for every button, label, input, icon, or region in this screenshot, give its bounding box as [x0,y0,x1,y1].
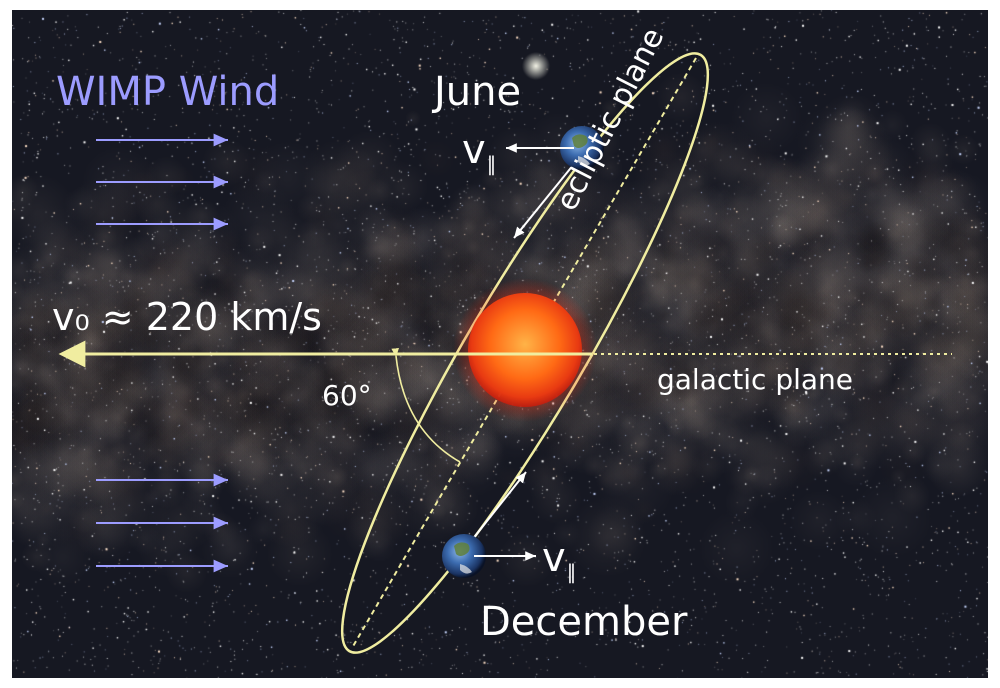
december-v-parallel-label: v∥ [542,535,577,584]
angle-label: 60° [322,379,372,412]
june-orbit-velocity-arrow [513,163,575,239]
december-label: December [480,599,688,645]
earth-december-icon [442,534,486,578]
earth-june-icon [560,126,604,170]
milky-way-scene: WIMP Wind June December v∥ v∥ v₀ ≈ 220 k… [12,10,988,678]
orbit-diagram [58,52,952,654]
june-v-parallel-label: v∥ [462,127,497,176]
v0-label: v₀ ≈ 220 km/s [52,295,322,339]
angle-arc [391,347,461,463]
wind-arrows-top [96,133,228,231]
sun-icon [468,293,582,407]
wind-arrows-bottom [96,473,228,573]
galactic-plane-label: galactic plane [657,363,853,396]
june-label: June [434,69,522,115]
ecliptic-axis-line [351,57,697,649]
wimp-wind-title: WIMP Wind [56,69,280,115]
